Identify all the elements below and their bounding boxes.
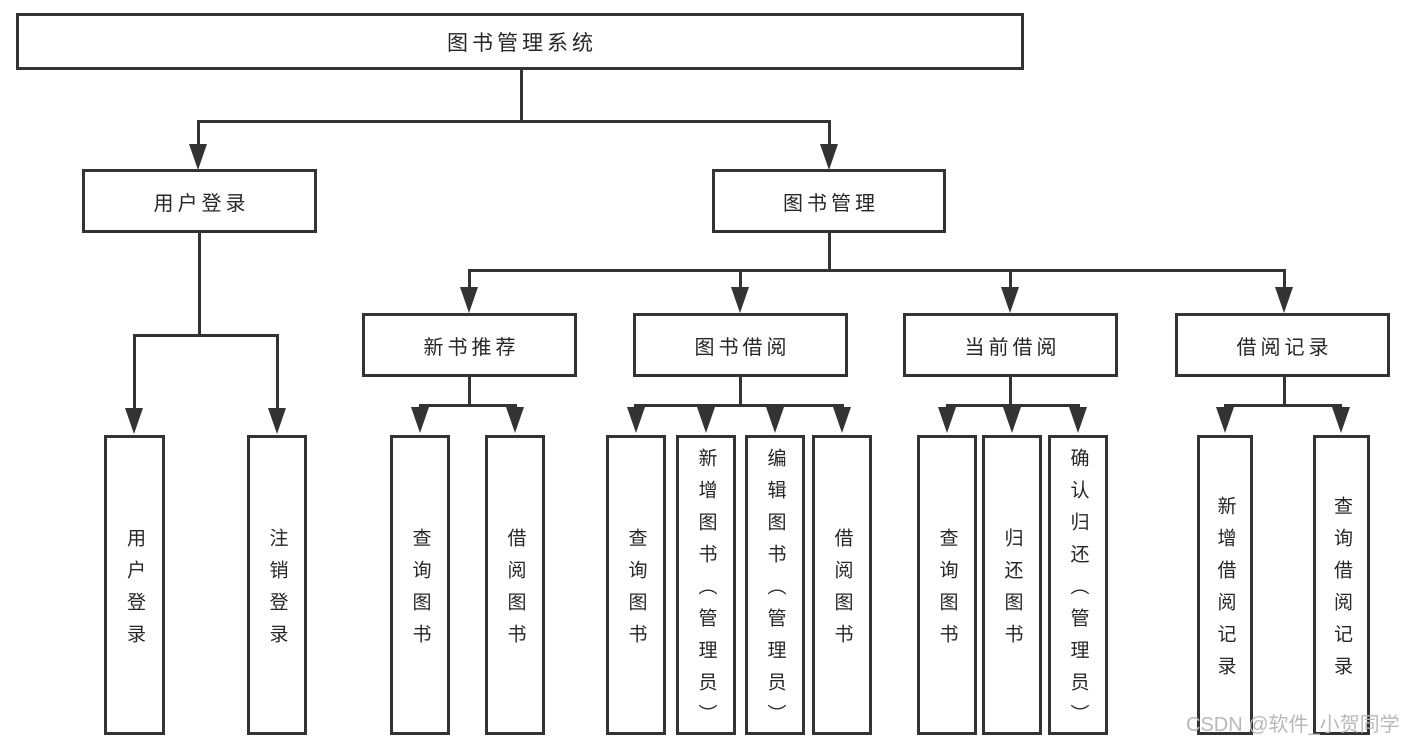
node-book-management: 图书管理 [712, 169, 946, 233]
leaf-label: 借阅图书 [831, 527, 853, 656]
connector-login-bar [133, 334, 279, 337]
node-new-book-recommend: 新书推荐 [362, 313, 577, 377]
leaf-label: 借阅图书 [504, 527, 526, 656]
arrow-down-current-leaf3 [1069, 407, 1087, 433]
leaf-return-book: 归还图书 [982, 435, 1042, 735]
leaf-edit-book-admin: 编辑图书（管理员） [745, 435, 805, 736]
connector-login-drop [197, 120, 200, 146]
connector-borrow-bar [634, 404, 844, 407]
arrow-down-current [1001, 287, 1019, 313]
leaf-logout: 注销登录 [247, 435, 307, 735]
arrow-down-login-leaf2 [268, 408, 286, 434]
connector-borrow-drop [739, 269, 742, 290]
node-label: 当前借阅 [964, 336, 1061, 359]
connector-login-leaf1-drop [133, 334, 136, 409]
leaf-label: 新增图书（管理员） [695, 447, 717, 736]
node-label: 图书借阅 [694, 336, 791, 359]
arrow-down-recommend-leaf1 [411, 407, 429, 433]
node-current-borrow: 当前借阅 [903, 313, 1118, 377]
connector-recommend-drop [468, 269, 471, 290]
arrow-down-recommend [460, 287, 478, 313]
node-library-management-system: 图书管理系统 [16, 13, 1024, 70]
node-borrow-records: 借阅记录 [1175, 313, 1390, 377]
csdn-watermark: CSDN @软件_小贺同学 [1186, 714, 1400, 736]
arrow-down-mgmt [820, 144, 838, 170]
arrow-down-borrow-leaf1 [627, 407, 645, 433]
leaf-label: 新增借阅记录 [1214, 495, 1236, 688]
leaf-query-books-current: 查询图书 [917, 435, 977, 735]
arrow-down-login-leaf1 [125, 408, 143, 434]
node-label: 用户登录 [153, 192, 250, 215]
connector-level3-bar [468, 269, 1286, 272]
leaf-label: 编辑图书（管理员） [764, 447, 786, 736]
leaf-query-borrow-record: 查询借阅记录 [1313, 435, 1370, 735]
leaf-borrow-books-borrow: 借阅图书 [812, 435, 872, 735]
leaf-confirm-return-admin: 确认归还（管理员） [1048, 435, 1108, 736]
connector-login-stub [198, 233, 201, 337]
leaf-label: 查询图书 [409, 527, 431, 656]
arrow-down-borrow-leaf4 [833, 407, 851, 433]
arrow-down-borrow [731, 287, 749, 313]
arrow-down-records [1275, 287, 1293, 313]
leaf-label: 确认归还（管理员） [1067, 447, 1089, 736]
leaf-add-book-admin: 新增图书（管理员） [676, 435, 736, 736]
node-label: 借阅记录 [1236, 336, 1333, 359]
arrow-down-records-leaf1 [1216, 407, 1234, 433]
arrow-down-borrow-leaf2 [697, 407, 715, 433]
node-label: 图书管理系统 [447, 31, 597, 55]
leaf-label: 归还图书 [1001, 527, 1023, 656]
connector-records-drop [1283, 269, 1286, 290]
connector-current-bar [946, 404, 1080, 407]
leaf-label: 用户登录 [124, 527, 145, 656]
connector-recommend-bar [419, 404, 517, 407]
node-label: 图书管理 [783, 192, 879, 215]
connector-root-stub [520, 70, 523, 123]
arrow-down-current-leaf2 [1003, 407, 1021, 433]
connector-login-leaf2-drop [276, 334, 279, 409]
leaf-label: 查询图书 [936, 527, 958, 656]
leaf-add-borrow-record: 新增借阅记录 [1197, 435, 1253, 735]
connector-borrow-stub [739, 377, 742, 407]
node-book-borrow: 图书借阅 [633, 313, 848, 377]
leaf-user-login: 用户登录 [104, 435, 165, 735]
node-label: 新书推荐 [423, 336, 520, 359]
connector-mgmt-stub [828, 233, 831, 272]
connector-recommend-stub [468, 377, 471, 407]
arrow-down-login [189, 144, 207, 170]
connector-current-drop [1009, 269, 1012, 290]
connector-level1-bar [197, 120, 831, 123]
connector-records-stub [1283, 377, 1286, 407]
arrow-down-current-leaf1 [938, 407, 956, 433]
leaf-label: 注销登录 [266, 527, 288, 656]
arrow-down-recommend-leaf2 [506, 407, 524, 433]
leaf-borrow-books-recommend: 借阅图书 [485, 435, 545, 735]
connector-mgmt-drop [828, 120, 831, 146]
node-user-login: 用户登录 [82, 169, 317, 233]
connector-records-bar [1224, 404, 1342, 407]
arrow-down-records-leaf2 [1332, 407, 1350, 433]
connector-current-stub [1009, 377, 1012, 407]
leaf-query-books-borrow: 查询图书 [606, 435, 666, 735]
leaf-query-books-recommend: 查询图书 [390, 435, 450, 735]
leaf-label: 查询借阅记录 [1331, 495, 1352, 688]
leaf-label: 查询图书 [625, 527, 647, 656]
arrow-down-borrow-leaf3 [766, 407, 784, 433]
